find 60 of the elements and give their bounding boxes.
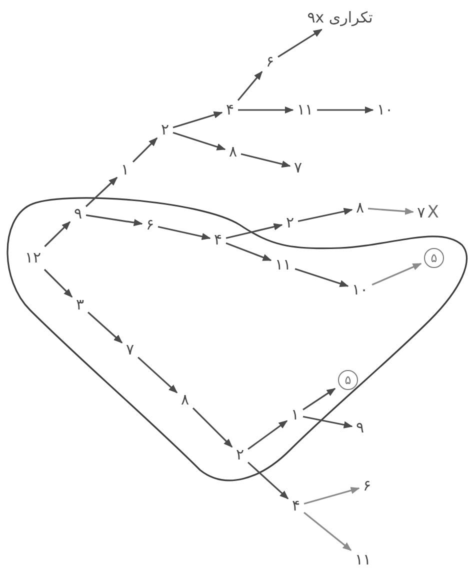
arrow	[44, 268, 73, 298]
arrow	[372, 262, 422, 286]
arrow	[278, 28, 322, 58]
arrow	[226, 242, 272, 262]
node-label: ۱۰	[376, 102, 394, 118]
arrow	[302, 388, 336, 410]
node-label: ۳	[76, 298, 84, 312]
arrow	[85, 176, 118, 208]
node-label: ۲	[160, 122, 170, 138]
arrow	[317, 106, 374, 114]
arrow	[304, 512, 352, 551]
node-label: ۷	[417, 206, 426, 220]
circle-outline	[338, 370, 358, 390]
arrow	[240, 153, 291, 168]
arrow	[192, 407, 233, 448]
node-label: ۱	[120, 162, 130, 178]
node-label: ۵	[344, 374, 352, 386]
node-label: ۱۱	[274, 258, 292, 272]
node-label: ۷	[126, 342, 134, 358]
cross-mark: X	[427, 204, 439, 222]
arrow	[88, 312, 123, 344]
node-label: ۴	[292, 498, 300, 514]
arrow	[138, 356, 178, 394]
arrow	[368, 208, 414, 215]
arrow	[172, 132, 226, 150]
node-label: ۸	[356, 200, 364, 216]
arrow	[298, 208, 353, 222]
arrow	[237, 70, 263, 101]
node-label: ۱۱	[354, 552, 372, 568]
node-label: ۱۱	[296, 102, 314, 118]
node-label: ۱	[290, 408, 300, 422]
node-label: ۶	[362, 478, 372, 494]
arrow	[304, 487, 360, 504]
node-label: ۸	[180, 392, 190, 408]
arrow	[86, 214, 143, 226]
circle-outline	[424, 248, 444, 268]
arrow	[248, 462, 289, 500]
arrow	[248, 420, 288, 450]
node-label: ۴	[214, 232, 222, 248]
node-label: ۶	[266, 54, 274, 70]
node-label: ۹	[74, 206, 82, 222]
arrow	[44, 221, 71, 248]
arrow	[302, 416, 353, 428]
arrow	[294, 268, 349, 287]
node-label: ۵	[430, 252, 438, 264]
arrow	[132, 137, 158, 163]
arrow	[172, 111, 223, 128]
node-label: ۴	[226, 102, 234, 118]
node-label: ۲	[286, 216, 294, 230]
node-label: ۹	[356, 420, 364, 436]
node-label: ۷	[294, 160, 302, 176]
node-label: ۲	[236, 448, 244, 462]
arrow	[226, 223, 283, 239]
node-label: ۹x تکراری	[307, 10, 373, 26]
arrow	[238, 106, 294, 114]
node-label: ۱۰	[352, 282, 368, 298]
node-label: ۶	[146, 218, 154, 232]
node-label: ۸	[228, 144, 238, 160]
arrow	[158, 226, 211, 240]
node-label: ۱۲	[24, 250, 42, 266]
